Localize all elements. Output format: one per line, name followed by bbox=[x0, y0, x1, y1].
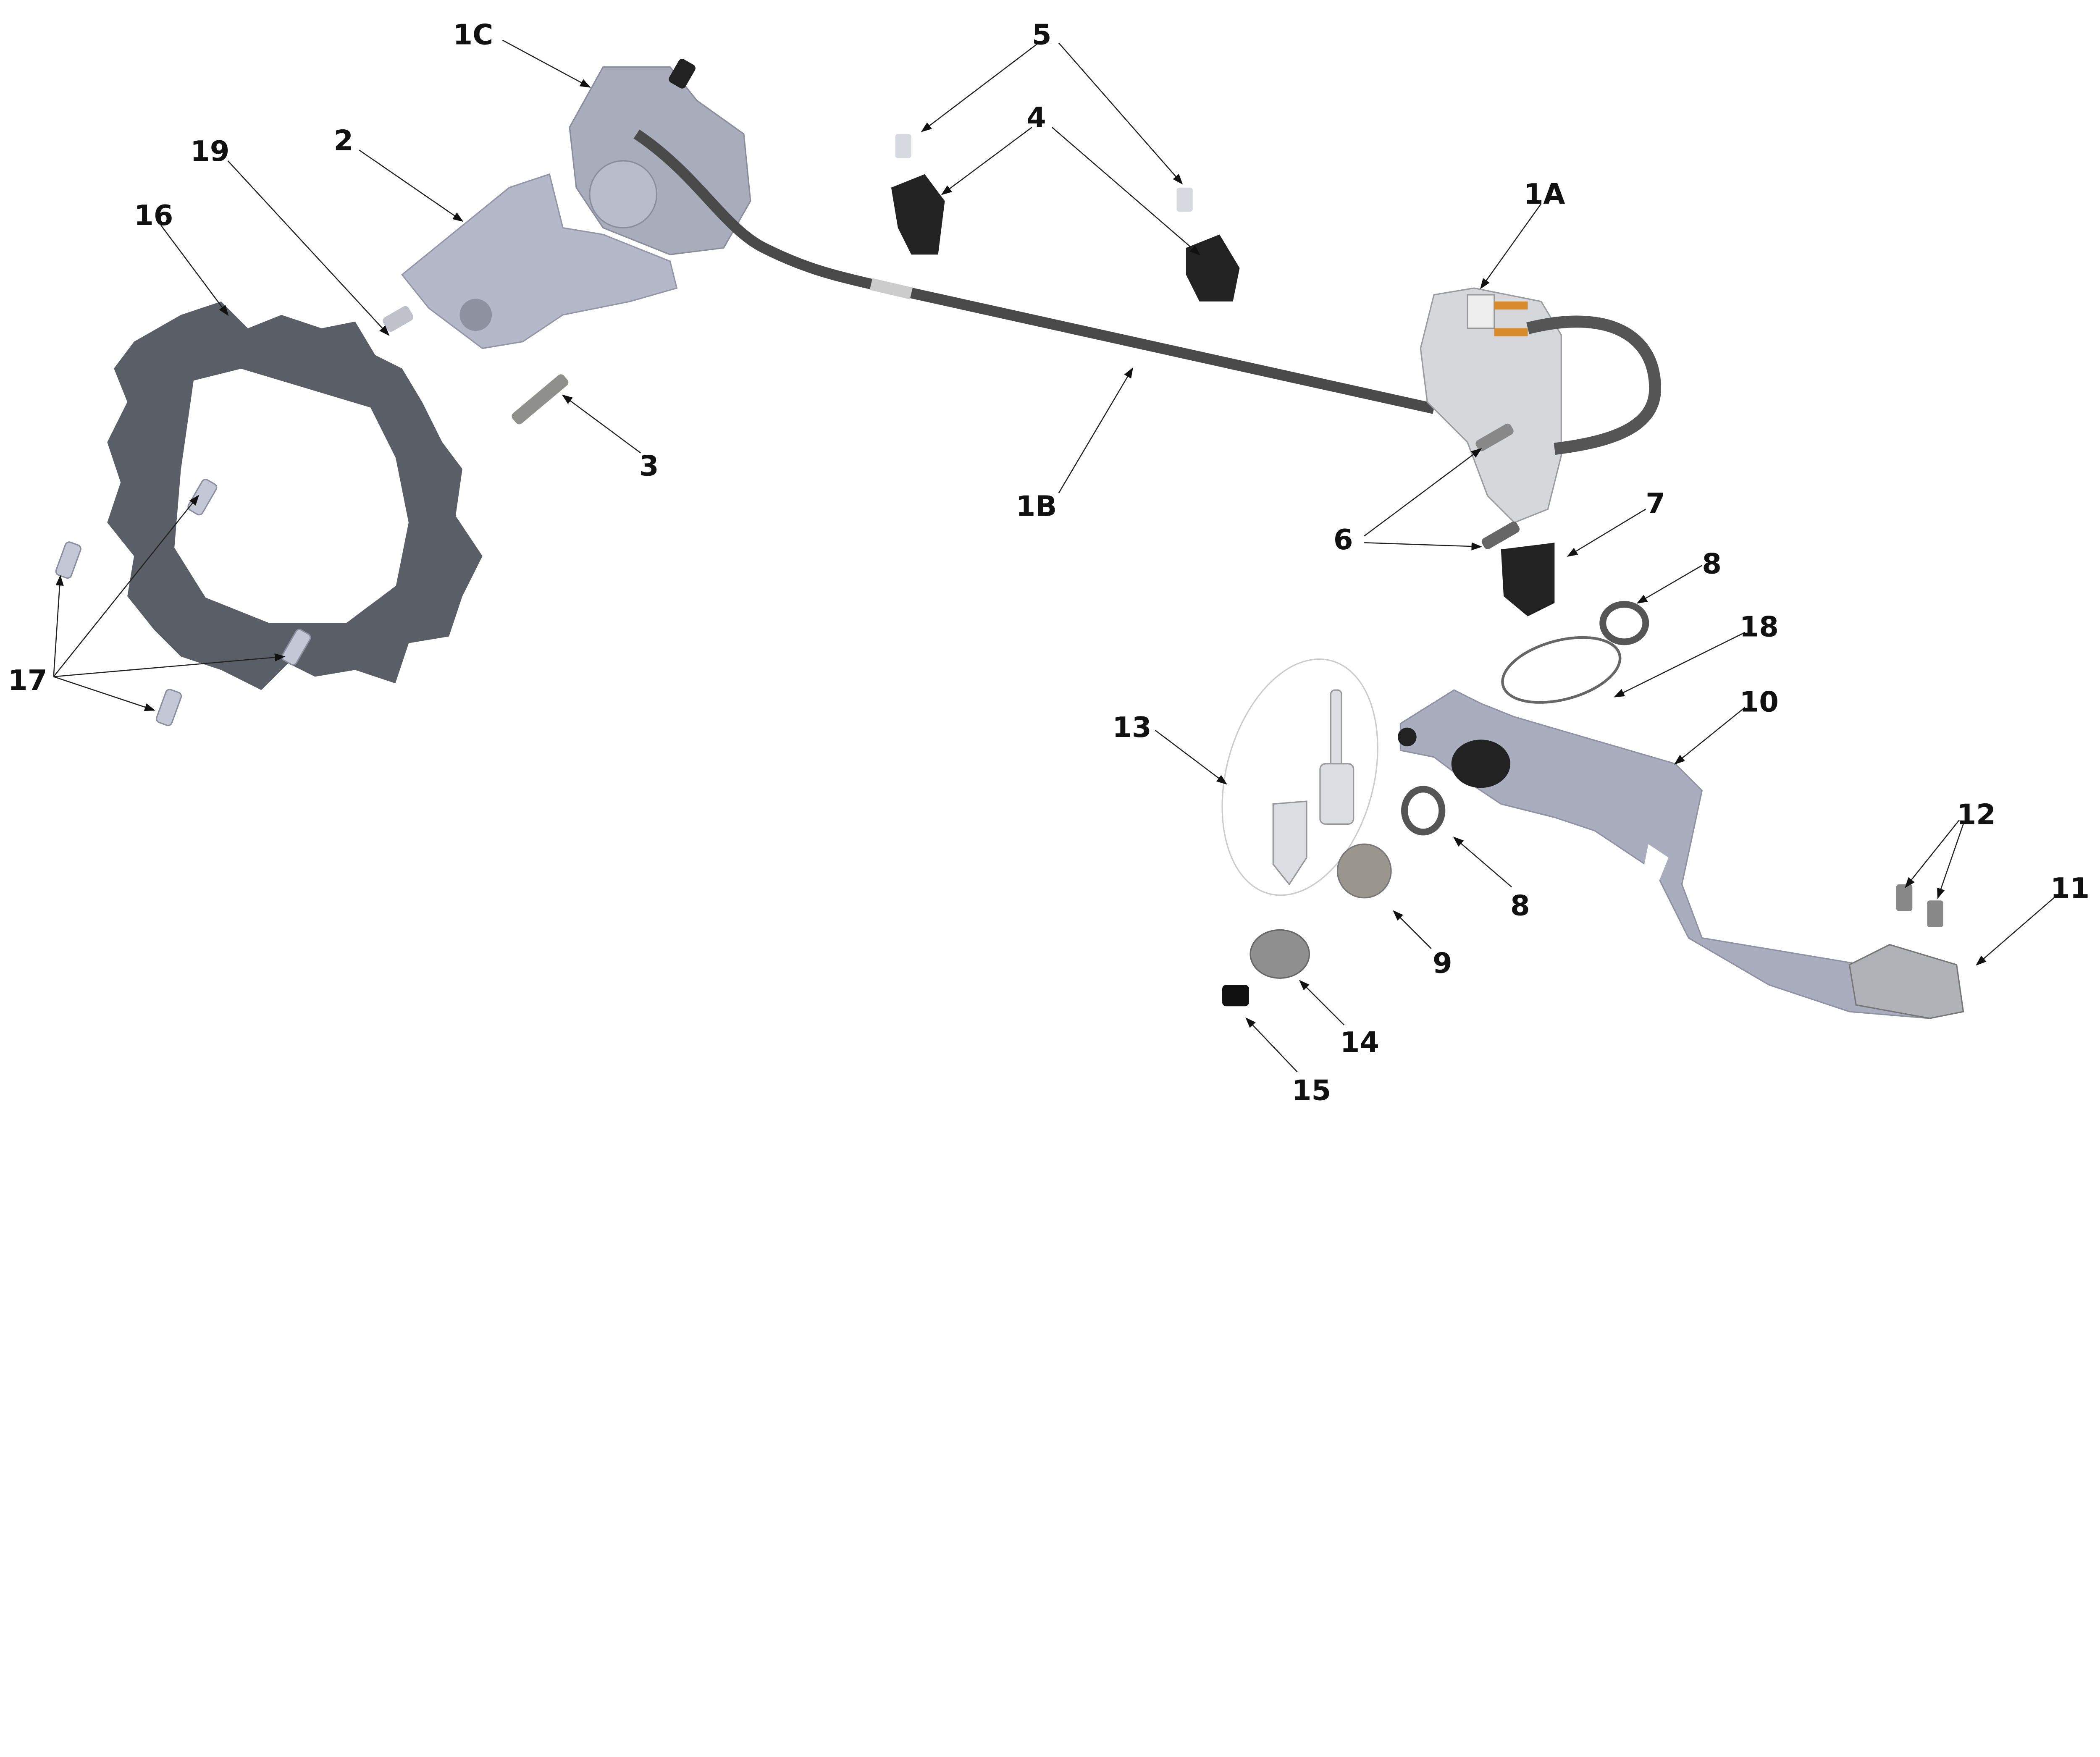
tip-screw-2 bbox=[1927, 900, 1943, 928]
label-10: 10 bbox=[1740, 685, 1779, 718]
label-5: 5 bbox=[1032, 18, 1052, 51]
bleeder-screw bbox=[383, 306, 414, 332]
bracket-bolt bbox=[512, 374, 569, 425]
label-14: 14 bbox=[1340, 1026, 1379, 1059]
label-17: 17 bbox=[8, 664, 47, 697]
label-13: 13 bbox=[1112, 711, 1151, 744]
washer-top bbox=[1599, 601, 1649, 645]
label-19: 19 bbox=[190, 135, 229, 168]
label-1b: 1B bbox=[1016, 490, 1057, 522]
label-11: 11 bbox=[2050, 872, 2090, 905]
brake-line-sleeve bbox=[869, 278, 913, 299]
master-cylinder bbox=[1420, 287, 1662, 616]
label-9: 9 bbox=[1433, 947, 1452, 980]
pedal-tip bbox=[1848, 944, 1964, 1019]
label-1a: 1A bbox=[1524, 178, 1565, 210]
hose-clip-left bbox=[891, 174, 945, 255]
callout-labels: 1C 5 4 19 2 16 1A 3 1B 7 6 8 18 17 10 13… bbox=[8, 18, 2090, 1107]
washer-bottom bbox=[1401, 786, 1446, 836]
return-spring bbox=[1501, 636, 1622, 704]
label-8-bottom: 8 bbox=[1510, 889, 1530, 922]
spacer bbox=[1250, 929, 1310, 979]
brake-line bbox=[633, 129, 1435, 414]
brake-pedal bbox=[1398, 689, 1964, 1019]
hose-clip-right bbox=[1186, 234, 1240, 302]
label-8-top: 8 bbox=[1702, 548, 1722, 580]
spacer-screw bbox=[1222, 985, 1249, 1007]
label-15: 15 bbox=[1292, 1074, 1331, 1107]
label-18: 18 bbox=[1740, 611, 1779, 643]
pivot-bolt bbox=[1336, 843, 1392, 899]
screw-right bbox=[1176, 187, 1193, 212]
screw-left bbox=[895, 134, 911, 158]
brake-caliper bbox=[569, 59, 751, 255]
tip-screw-1 bbox=[1896, 884, 1913, 911]
label-6: 6 bbox=[1334, 523, 1353, 556]
clevis-kit bbox=[1272, 689, 1354, 886]
clevis-kit-outline bbox=[1221, 658, 1378, 896]
label-3: 3 bbox=[639, 450, 659, 483]
label-7: 7 bbox=[1646, 487, 1665, 520]
exploded-parts-diagram: 1C 5 4 19 2 16 1A 3 1B 7 6 8 18 17 10 13… bbox=[8, 18, 2090, 1107]
label-4: 4 bbox=[1026, 101, 1046, 134]
bracket-hole bbox=[459, 299, 492, 331]
label-12: 12 bbox=[1957, 798, 1996, 831]
label-1c: 1C bbox=[453, 18, 493, 51]
brake-disc bbox=[107, 301, 483, 690]
label-16: 16 bbox=[134, 199, 173, 232]
leader-lines bbox=[53, 39, 2058, 1073]
label-2: 2 bbox=[334, 124, 354, 157]
disc-bolts bbox=[55, 479, 311, 726]
